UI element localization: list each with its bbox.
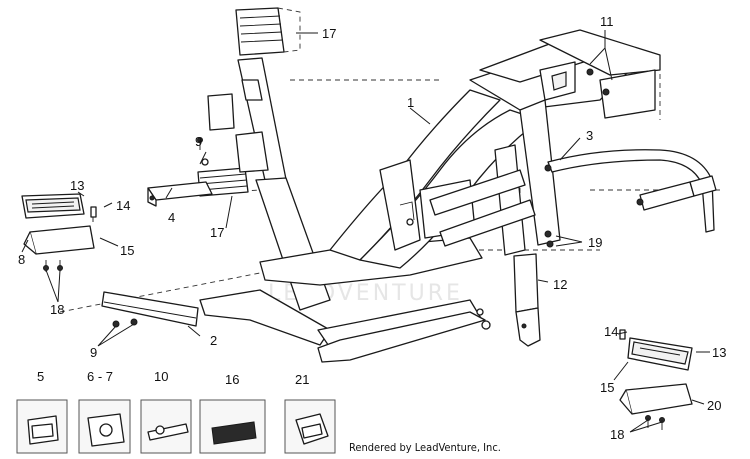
callout-15-right: 15 xyxy=(600,380,614,395)
part-10-clip-box xyxy=(140,399,192,454)
callout-5: 5 xyxy=(37,369,44,384)
part-9-screws xyxy=(112,137,203,328)
part-14-left-screw xyxy=(90,206,97,222)
callout-2: 2 xyxy=(210,333,217,348)
part-3-carrier xyxy=(544,149,717,233)
part-12-bracket xyxy=(513,253,541,347)
part-19-screws xyxy=(544,230,554,248)
part-4-bracket xyxy=(147,181,213,207)
leader-lines xyxy=(21,30,710,433)
callout-19: 19 xyxy=(588,235,602,250)
callout-1: 1 xyxy=(407,95,414,110)
frame-assembly xyxy=(199,29,661,363)
part-2-bar xyxy=(101,291,199,327)
callout-13-left: 13 xyxy=(70,178,84,193)
footer-credit: Rendered by LeadVenture, Inc. xyxy=(349,441,501,454)
part-17-upper xyxy=(235,7,301,56)
part-13-right-footrest xyxy=(627,337,693,371)
callout-14-right: 14 xyxy=(604,324,618,339)
callout-21: 21 xyxy=(295,372,309,387)
callout-12: 12 xyxy=(553,277,567,292)
callout-10: 10 xyxy=(154,369,168,384)
callout-18-left: 18 xyxy=(50,302,64,317)
callout-20: 20 xyxy=(707,398,721,413)
part-5-clip-box xyxy=(16,399,68,454)
part-18-right-screws xyxy=(645,415,665,430)
callout-18-right: 18 xyxy=(610,427,624,442)
callout-3: 3 xyxy=(586,128,593,143)
callout-9-bottom: 9 xyxy=(90,345,97,360)
callout-8: 8 xyxy=(18,252,25,267)
callout-15-left: 15 xyxy=(120,243,134,258)
part-14-right-screw xyxy=(619,329,626,340)
part-6-7-nut-box xyxy=(78,399,131,454)
callout-4: 4 xyxy=(168,210,175,225)
part-20-right-cover xyxy=(619,383,693,415)
part-17-lower xyxy=(197,93,269,197)
callout-labels: 17 11 1 3 9 13 14 4 17 15 19 8 12 18 14 … xyxy=(18,14,726,442)
callout-14-left: 14 xyxy=(116,198,130,213)
part-13-left-footrest xyxy=(21,193,85,219)
callout-17-lower: 17 xyxy=(210,225,224,240)
part-11-screws xyxy=(586,68,610,96)
callout-17-top: 17 xyxy=(322,26,336,41)
part-16-pad-box xyxy=(199,399,266,454)
part-21-clamp-box xyxy=(284,399,336,454)
part-15-left-cover xyxy=(23,225,95,255)
callout-13-right: 13 xyxy=(712,345,726,360)
callout-11: 11 xyxy=(600,14,614,29)
callout-9-top: 9 xyxy=(195,134,202,149)
callout-16: 16 xyxy=(225,372,239,387)
callout-6-7: 6 - 7 xyxy=(87,369,113,384)
